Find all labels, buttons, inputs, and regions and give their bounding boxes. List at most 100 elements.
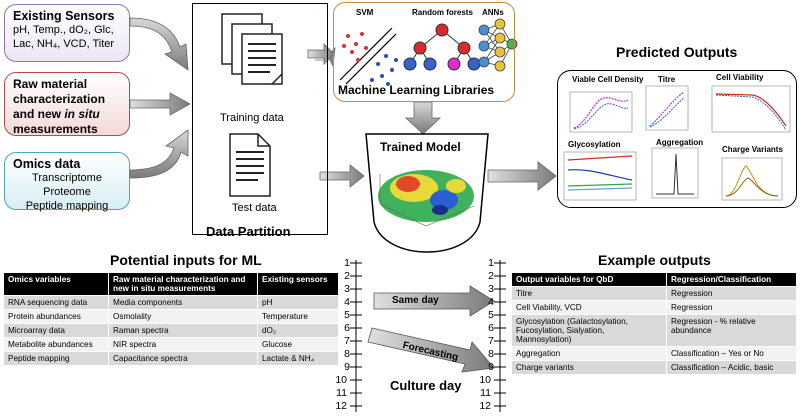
omics-box: Omics data Transcriptome Proteome Peptid… [4,152,130,212]
day-label: 2 [488,270,494,282]
table-cell: Lactate & NH₄ [257,351,339,366]
day-label: 8 [488,348,494,360]
mini-chart-glycosylation [563,151,637,201]
chart-label-aggregation: Aggregation [656,138,704,147]
mini-chart-charge-variants [721,157,783,201]
predicted-outputs-box [557,70,797,208]
same-day-arrow [373,285,495,317]
ml-libraries-caption: Machine Learning Libraries [338,83,495,97]
culture-day-caption: Culture day [390,378,462,393]
outputs-title: Example outputs [598,252,711,268]
test-data-label: Test data [232,202,277,214]
data-partition-caption: Data Partition [206,224,291,239]
culture-ticks [350,262,506,407]
training-document-stack [221,13,283,85]
day-label: 11 [480,387,491,399]
mini-chart-aggregation [651,147,699,199]
anns-label: ANNs [482,8,504,17]
inputs-header: Raw material characterization and new in… [108,272,258,296]
inputs-title: Potential inputs for ML [110,252,262,268]
ml-libraries-box [333,2,515,102]
table-cell: Regression - % relative abundance [666,314,797,347]
day-label: 10 [335,374,347,386]
inputs-header-row: Omics variables Raw material characteriz… [3,272,339,296]
mini-chart-titre [645,85,689,131]
existing-sensors-title: Existing Sensors [13,9,115,23]
day-label: 3 [488,283,494,295]
arrow-rawmat [129,92,191,116]
chart-label-glycosylation: Glycosylation [568,140,621,149]
training-data-label: Training data [220,112,284,124]
table-cell: Raman spectra [108,323,258,338]
svm-label: SVM [356,8,374,17]
table-row: Glycosylation (Galactosylation, Fucosyla… [511,314,797,347]
day-label: 4 [344,296,350,308]
existing-sensors-body: pH, Temp., dO₂, Glc, Lac, NH₄, VCD, Tite… [13,24,115,50]
omics-line: Proteome [43,186,91,198]
day-label: 6 [344,322,350,334]
inputs-header: Omics variables [3,272,109,296]
ann-network [478,18,518,72]
mini-chart-vcd [569,91,633,133]
omics-title: Omics data [13,157,81,171]
day-label: 4 [488,296,494,308]
svm-plot [339,27,398,86]
table-cell: Osmolality [108,309,258,324]
day-label: 7 [344,335,350,347]
day-label: 5 [344,309,350,321]
table-cell: Protein abundances [3,309,109,324]
chart-label-charge-variants: Charge Variants [722,145,783,154]
table-cell: Cell Viability, VCD [511,300,667,315]
table-cell: Temperature [257,309,339,324]
table-cell: dO₂ [257,323,339,338]
table-cell: Media components [108,295,258,310]
day-label: 12 [479,400,491,412]
table-cell: Glucose [257,337,339,352]
day-label: 6 [488,322,494,334]
day-label: 8 [344,348,350,360]
predicted-outputs-title: Predicted Outputs [616,44,738,60]
day-label: 2 [344,270,350,282]
day-label: 9 [488,361,494,373]
data-partition-box [192,3,328,235]
arrow-model-predicted [487,161,557,191]
existing-sensors-box: Existing Sensors pH, Temp., dO₂, Glc, La… [4,4,130,62]
day-label: 5 [488,309,494,321]
table-cell: Titre [511,286,667,301]
forecasting-arrow [367,327,495,373]
arrow-partition-model [319,164,365,188]
table-cell: pH [257,295,339,310]
inputs-table: Omics variables Raw material characteriz… [3,272,339,366]
table-cell: Regression [666,300,797,315]
table-cell: Charge variants [511,360,667,375]
chart-label-vcd: Viable Cell Density [572,75,644,84]
outputs-header: Output variables for QbD [511,272,667,287]
same-day-label: Same day [392,295,439,306]
table-cell: Microarray data [3,323,109,338]
inputs-header: Existing sensors [257,272,339,296]
trained-model-title: Trained Model [380,140,461,154]
omics-line: Peptide mapping [25,200,109,212]
table-cell: Regression [666,286,797,301]
raw-material-title: Raw material characterization and new in… [13,77,106,136]
arrow-ml-model [404,101,442,135]
table-cell: Aggregation [511,346,667,361]
table-cell: RNA sequencing data [3,295,109,310]
day-label: 12 [335,400,347,412]
outputs-header: Regression/Classification [666,272,797,287]
omics-line: Transcriptome [32,172,102,184]
surface-plot [378,170,475,227]
test-document [229,133,271,197]
table-cell: NIR spectra [108,337,258,352]
table-cell: Peptide mapping [3,351,109,366]
